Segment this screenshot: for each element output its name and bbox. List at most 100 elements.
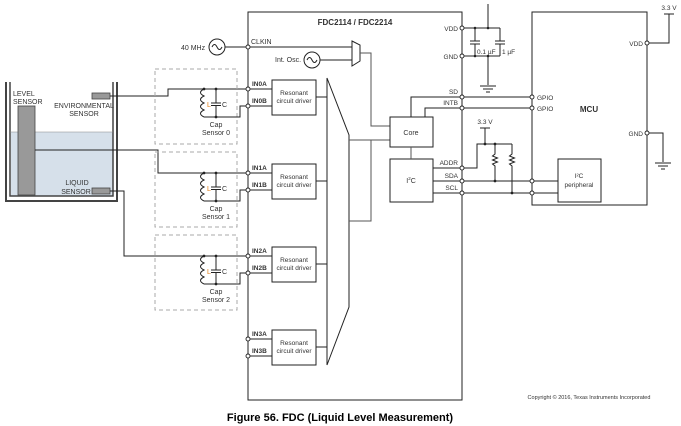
resonant-driver-2: Resonant circuit driver xyxy=(271,246,317,283)
pin-vdd xyxy=(459,25,465,31)
capacitor-label: C xyxy=(222,102,227,109)
cap-sensor-label: Cap xyxy=(210,206,223,213)
int-osc-label: Int. Osc. xyxy=(275,57,301,64)
i2c-peripheral-label: I²C xyxy=(575,173,584,180)
liquid-sensor-label-2: SENSOR xyxy=(61,189,91,196)
in2b-label: IN2B xyxy=(252,265,267,272)
svg-text:VDD: VDD xyxy=(444,26,458,33)
channel-pins: IN0A IN0B IN1A IN1B IN2A IN2B IN3A IN3B xyxy=(245,44,272,359)
svg-text:circuit driver: circuit driver xyxy=(276,98,312,105)
svg-text:Resonant: Resonant xyxy=(280,257,308,264)
svg-text:circuit driver: circuit driver xyxy=(276,182,312,189)
lc-tank-2: L C Cap Sensor 2 xyxy=(200,254,248,304)
svg-text:GND: GND xyxy=(444,54,459,61)
wire-liquid-to-in2a xyxy=(110,190,248,257)
level-sensor xyxy=(17,105,36,196)
inductor-label: L xyxy=(207,269,211,276)
pullup-supply-label: 3.3 V xyxy=(477,119,493,126)
in3a-label: IN3A xyxy=(252,331,267,338)
i2c-peripheral-block xyxy=(557,158,602,203)
environmental-sensor xyxy=(91,92,111,100)
env-sensor-label: ENVIRONMENTAL xyxy=(54,103,114,110)
cap-sensor-2-box xyxy=(154,234,238,311)
svg-text:SDA: SDA xyxy=(445,173,459,180)
mcu-gpio1-label: GPIO xyxy=(537,95,553,102)
level-sensor-label-2: SENSOR xyxy=(13,99,43,106)
mcu-supply-label: 3.3 V xyxy=(661,5,677,12)
resistor-icon xyxy=(491,144,499,181)
fdc-chip-box xyxy=(247,11,463,401)
resistor-icon xyxy=(508,144,516,193)
in0b-label: IN0B xyxy=(252,98,267,105)
lc-tank-0: L C Cap Sensor 0 xyxy=(200,87,248,137)
mcu-sda-pin xyxy=(529,178,535,184)
pin-clkin xyxy=(245,44,251,50)
mcu-gpio-pin xyxy=(529,94,535,100)
chip-right-pins: VDD GND SD INTB ADDR SDA SCL 0.1 µF 1 µF xyxy=(440,4,515,196)
liquid-sensor xyxy=(91,187,111,195)
pin-in1a xyxy=(245,170,251,176)
inductor-icon xyxy=(200,172,206,202)
level-sensor-label: LEVEL xyxy=(13,91,35,98)
pin-addr xyxy=(459,165,465,171)
svg-text:Resonant: Resonant xyxy=(280,340,308,347)
cap-sensor-label: Cap xyxy=(210,289,223,296)
mcu-gnd-pin xyxy=(644,130,650,136)
pin-in1b xyxy=(245,187,251,193)
svg-text:Resonant: Resonant xyxy=(280,174,308,181)
clock-mux xyxy=(351,40,361,67)
mcu-title: MCU xyxy=(580,105,598,114)
mcu-scl-pin xyxy=(529,190,535,196)
i2c-block xyxy=(389,158,434,203)
inductor-icon xyxy=(200,255,206,285)
svg-text:INTB: INTB xyxy=(443,100,458,107)
pin-in0b xyxy=(245,103,251,109)
in1a-label: IN1A xyxy=(252,165,267,172)
mcu-gpio2-label: GPIO xyxy=(537,106,553,113)
svg-text:ADDR: ADDR xyxy=(440,160,459,167)
mcu-vdd-label: VDD xyxy=(629,41,643,48)
cap-1uf-label: 1 µF xyxy=(502,49,515,56)
pin-gnd xyxy=(459,53,465,59)
i2c-peripheral-label-2: peripheral xyxy=(565,182,594,189)
mcu-vdd-pin xyxy=(644,40,650,46)
cap-sensor-label-2: Sensor 0 xyxy=(202,130,230,137)
pin-intb xyxy=(459,105,465,111)
tank-inner-wall xyxy=(9,82,114,197)
inductor-label: L xyxy=(207,186,211,193)
liquid-tank: LEVEL SENSOR ENVIRONMENTAL SENSOR LIQUID… xyxy=(5,82,118,202)
pin-scl xyxy=(459,190,465,196)
lc-tank-1: L C Cap Sensor 1 xyxy=(200,171,248,221)
svg-text:SD: SD xyxy=(449,89,458,96)
cap-sensor-1-box xyxy=(154,151,238,228)
tank-outer-wall xyxy=(5,82,118,202)
in1b-label: IN1B xyxy=(252,182,267,189)
copyright: Copyright © 2016, Texas Instruments Inco… xyxy=(528,394,651,401)
cap-sensor-label: Cap xyxy=(210,122,223,129)
resonant-driver-0: Resonant circuit driver xyxy=(271,79,317,116)
in0a-label: IN0A xyxy=(252,81,267,88)
cap-0p1uf-label: 0.1 µF xyxy=(477,49,496,56)
pin-in3b xyxy=(245,353,251,359)
core-label: Core xyxy=(403,130,418,137)
svg-text:SCL: SCL xyxy=(445,185,458,192)
inductor-icon xyxy=(200,88,206,118)
pin-in3a xyxy=(245,336,251,342)
svg-text:circuit driver: circuit driver xyxy=(276,348,312,355)
i2c-label: I2C xyxy=(406,176,416,185)
svg-text:circuit driver: circuit driver xyxy=(276,265,312,272)
capacitor-label: C xyxy=(222,186,227,193)
figure-caption: Figure 56. FDC (Liquid Level Measurement… xyxy=(227,412,453,424)
wire-env-to-in0a xyxy=(110,88,248,97)
resonant-driver-3: Resonant circuit driver xyxy=(271,329,317,366)
cap-sensor-label-2: Sensor 2 xyxy=(202,297,230,304)
clkin-label: CLKIN xyxy=(251,39,272,46)
svg-text:Resonant: Resonant xyxy=(280,90,308,97)
pin-sd xyxy=(459,94,465,100)
resonant-driver-1: Resonant circuit driver xyxy=(271,163,317,200)
pin-in0a xyxy=(245,86,251,92)
mcu-gpio-pin xyxy=(529,105,535,111)
liquid-sensor-label: LIQUID xyxy=(65,180,88,187)
cap-sensor-label-2: Sensor 1 xyxy=(202,214,230,221)
